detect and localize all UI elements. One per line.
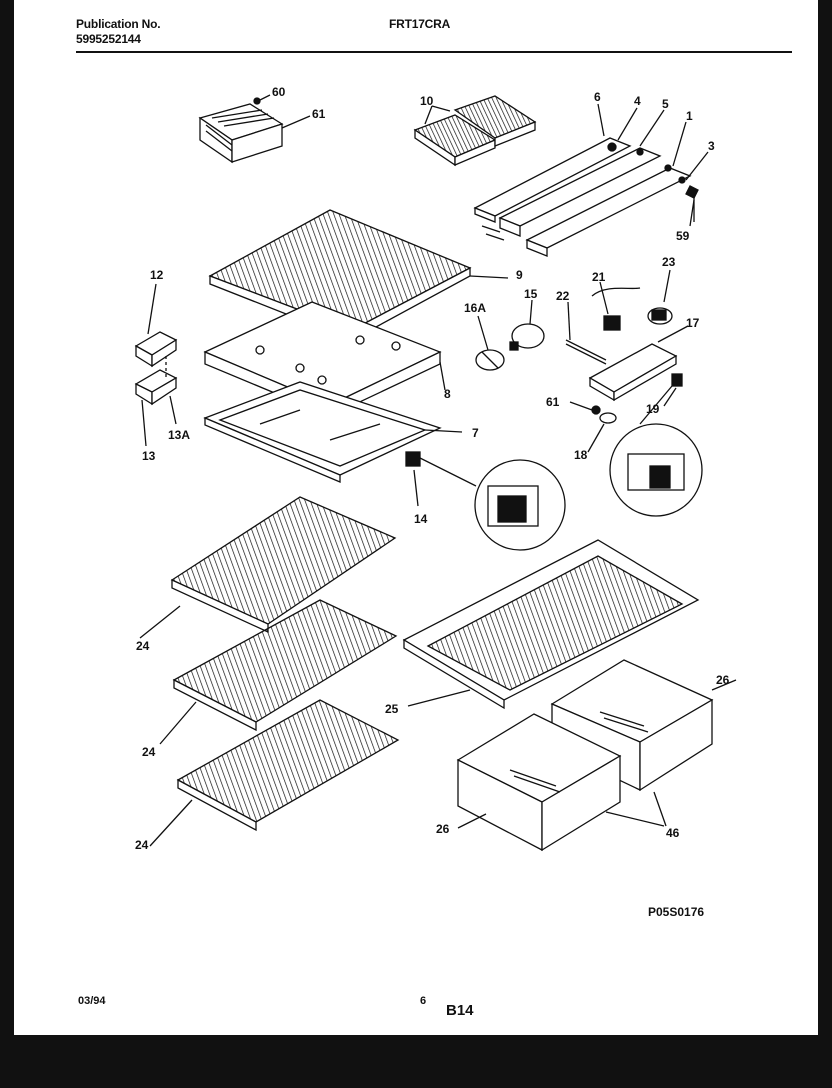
callout-4: 4 <box>634 94 641 108</box>
callout-15: 15 <box>524 287 538 301</box>
callout-7: 7 <box>472 426 479 440</box>
callout-26-right: 26 <box>716 673 730 687</box>
callout-6: 6 <box>594 90 601 104</box>
scan-border-left <box>0 0 14 1088</box>
publication-number: 5995252144 <box>76 32 141 46</box>
callout-12: 12 <box>150 268 164 282</box>
callout-22: 22 <box>556 289 570 303</box>
door-bins-part <box>134 283 178 447</box>
scan-border-right <box>818 0 832 1088</box>
cover-part <box>203 381 463 483</box>
publication-label: Publication No. <box>76 17 161 31</box>
callout-16a: 16A <box>464 301 487 315</box>
callout-1: 1 <box>686 109 693 123</box>
footer-date: 03/94 <box>78 995 106 1007</box>
callout-13: 13 <box>142 449 156 463</box>
page-sheet <box>14 0 818 1035</box>
callout-18: 18 <box>574 448 588 462</box>
callout-26-left: 26 <box>436 822 450 836</box>
glass-shelf-2-part <box>159 599 398 745</box>
callout-14: 14 <box>414 512 428 526</box>
light-controls-part <box>475 269 703 517</box>
callout-13a: 13A <box>168 428 191 442</box>
scan-border-bottom <box>0 1035 832 1088</box>
ice-bucket-part <box>198 94 311 164</box>
callout-3: 3 <box>708 139 715 153</box>
crisper-cover-part <box>402 539 700 710</box>
shelf-rails-part <box>473 103 709 257</box>
callout-46: 46 <box>666 826 680 840</box>
callout-24-middle: 24 <box>142 745 156 759</box>
ice-trays-part <box>413 95 537 167</box>
callout-21: 21 <box>592 270 606 284</box>
callout-17: 17 <box>686 316 700 330</box>
crisper-drawer-left-part <box>456 713 667 852</box>
callout-61-switch: 61 <box>546 395 560 409</box>
callout-19: 19 <box>646 402 660 416</box>
glass-shelf-3-part <box>149 699 400 847</box>
footer-page: 6 <box>420 995 427 1007</box>
callout-9: 9 <box>516 268 523 282</box>
model-number: FRT17CRA <box>389 17 451 31</box>
glass-shelf-1-part <box>139 496 397 639</box>
callout-8: 8 <box>444 387 451 401</box>
callout-61-bucket: 61 <box>312 107 326 121</box>
callout-60: 60 <box>272 85 286 99</box>
footer-section: B14 <box>446 1002 474 1019</box>
callout-5: 5 <box>662 97 669 111</box>
callout-10: 10 <box>420 94 434 108</box>
callout-23: 23 <box>662 255 676 269</box>
callout-24-bottom: 24 <box>135 838 149 852</box>
callout-25: 25 <box>385 702 399 716</box>
figure-code: P05S0176 <box>648 905 705 919</box>
bracket-part <box>405 451 566 551</box>
callout-59: 59 <box>676 229 690 243</box>
callout-24-top: 24 <box>136 639 150 653</box>
